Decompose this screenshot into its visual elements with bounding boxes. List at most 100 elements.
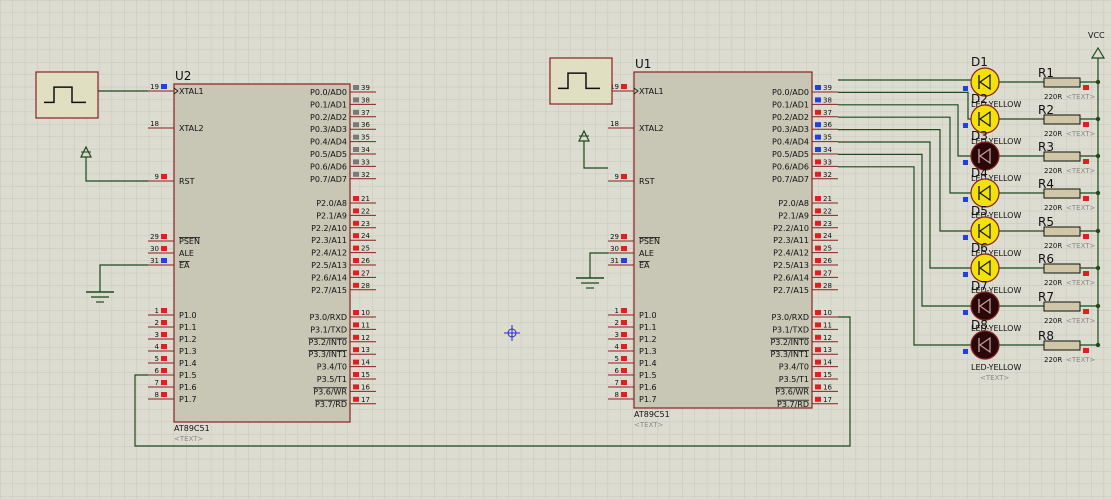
led-body[interactable] xyxy=(970,178,1000,208)
pin-state-indicator xyxy=(815,122,821,128)
led-state-indicator xyxy=(963,310,968,315)
pin-label: XTAL1 xyxy=(639,87,664,96)
pin-state-indicator xyxy=(815,233,821,239)
led-ref-label: D1 xyxy=(971,55,988,69)
wire xyxy=(583,141,608,169)
pin-number: 18 xyxy=(150,120,159,128)
resistor-value-label: 220R xyxy=(1044,204,1062,212)
pin-state-indicator xyxy=(815,359,821,365)
resistor-ref-label: R8 xyxy=(1038,329,1054,343)
chip-body[interactable] xyxy=(633,71,813,409)
pin-label: RST xyxy=(179,177,195,186)
led-part-label: LED-YELLOW xyxy=(971,249,1021,258)
pin-state-indicator xyxy=(815,196,821,201)
pin-number: 15 xyxy=(823,371,832,379)
pin-label: P3.0/RXD xyxy=(310,313,347,322)
pin-label: P2.3/A11 xyxy=(311,236,347,245)
pin-label: P0.4/AD4 xyxy=(772,138,809,147)
pin-label: P0.2/AD2 xyxy=(772,113,809,122)
clock-source-body[interactable] xyxy=(549,57,613,105)
pin-number: 39 xyxy=(823,84,832,92)
pin-label: P3.6/WR xyxy=(775,387,809,396)
pin-state-indicator xyxy=(815,134,821,140)
pin-label: P3.6/WR xyxy=(313,387,347,396)
pin-state-indicator xyxy=(621,234,627,239)
resistor-value-label: 220R xyxy=(1044,356,1062,364)
pin-number: 34 xyxy=(361,146,370,154)
pin-label: EA xyxy=(179,261,190,270)
wire xyxy=(85,157,148,182)
pin-label: P3.2/INT0 xyxy=(308,338,347,347)
led-body[interactable] xyxy=(970,253,1000,283)
pin-number: 11 xyxy=(361,321,370,329)
pin-number: 23 xyxy=(361,220,370,228)
pin-number: 16 xyxy=(361,383,370,391)
pin-state-indicator xyxy=(621,84,627,89)
clock-source-body[interactable] xyxy=(35,71,99,119)
led-body[interactable] xyxy=(970,330,1000,360)
pin-state-indicator xyxy=(353,270,359,276)
pin-number: 36 xyxy=(361,121,370,129)
pin-number: 25 xyxy=(361,245,370,253)
diode-triangle-icon xyxy=(978,222,991,240)
pin-label: P3.1/TXD xyxy=(772,325,809,334)
pin-state-indicator xyxy=(161,368,167,373)
wire xyxy=(838,116,971,194)
pin-state-indicator xyxy=(353,196,359,201)
pin-number: 24 xyxy=(823,232,832,240)
pin-label: P2.4/A12 xyxy=(311,249,347,258)
pin-state-indicator xyxy=(353,233,359,239)
resistor-text-label: <TEXT> xyxy=(1066,93,1096,101)
pin-number: 31 xyxy=(150,257,159,265)
led-body[interactable] xyxy=(970,291,1000,321)
pin-number: 11 xyxy=(823,321,832,329)
wire xyxy=(134,316,851,447)
pin-label: P1.7 xyxy=(179,395,197,404)
chip-ref-label: U1 xyxy=(635,57,651,71)
pin-state-indicator xyxy=(353,282,359,288)
pin-number: 13 xyxy=(361,346,370,354)
junction-dot xyxy=(1095,153,1101,159)
pin-label: P3.0/RXD xyxy=(772,313,809,322)
pin-state-indicator xyxy=(815,159,821,165)
pin-state-indicator xyxy=(353,208,359,214)
led-ref-label: D6 xyxy=(971,241,988,255)
pin-number: 33 xyxy=(361,158,370,166)
pin-label: P2.6/A14 xyxy=(311,273,347,282)
wire xyxy=(838,104,971,157)
clock-source-u2[interactable] xyxy=(35,71,99,119)
pin-state-indicator xyxy=(621,174,627,179)
resistor-state-indicator xyxy=(1083,196,1089,201)
pin-label: XTAL2 xyxy=(639,124,664,133)
chip-body[interactable] xyxy=(173,83,351,423)
clock-source-u1[interactable] xyxy=(549,57,613,105)
wire xyxy=(838,141,971,269)
pin-label: P1.1 xyxy=(179,323,197,332)
wire xyxy=(838,91,971,120)
pin-state-indicator xyxy=(621,332,627,337)
pin-state-indicator xyxy=(353,396,359,402)
resistor-state-indicator xyxy=(1083,309,1089,314)
pin-number: 18 xyxy=(610,120,619,128)
junction-dot xyxy=(1095,228,1101,234)
pin-state-indicator xyxy=(161,380,167,385)
